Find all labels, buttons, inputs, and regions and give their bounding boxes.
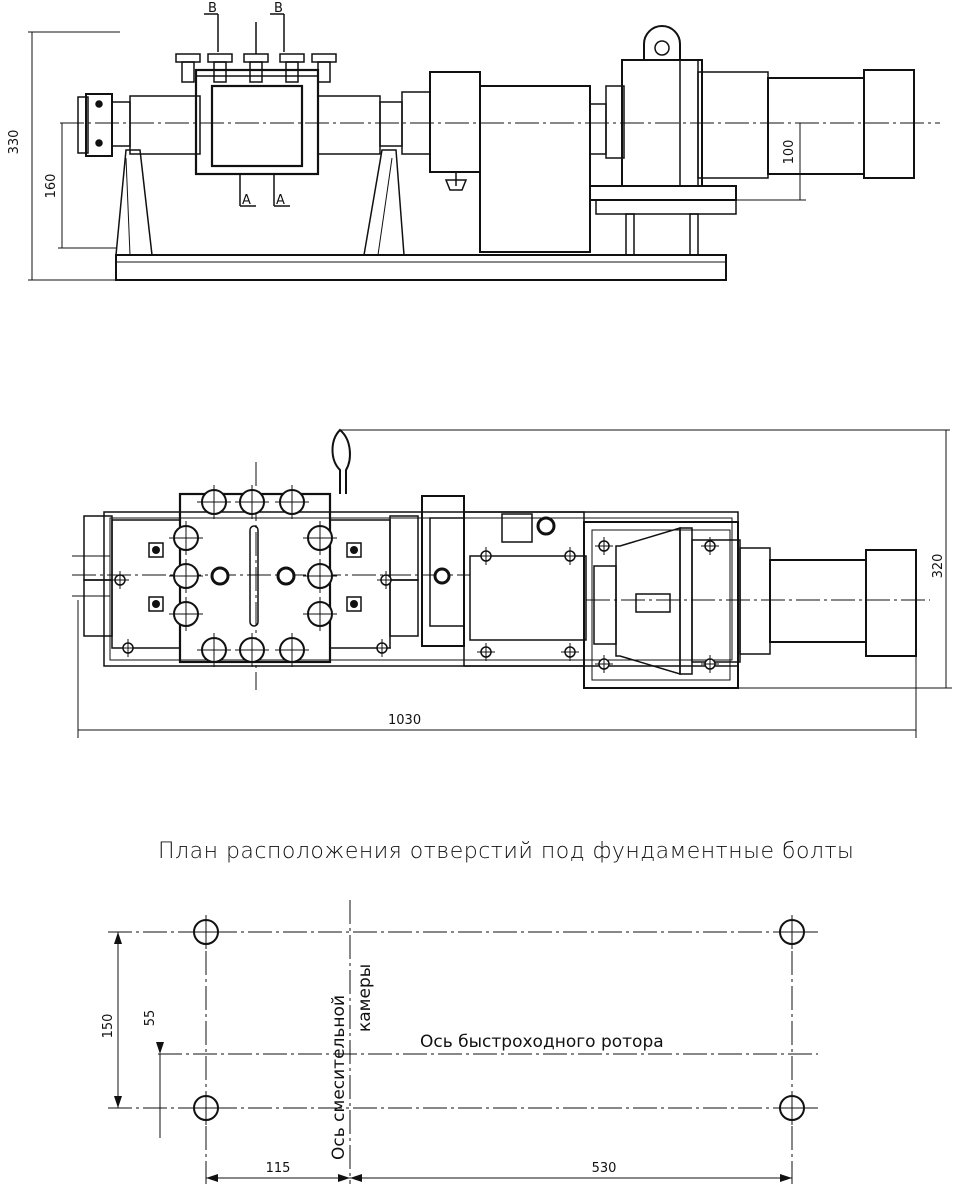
label-mixing-chamber-axis: Ось смесительной [329,995,349,1160]
drive-motor [697,71,769,179]
section-label-a-right: A [276,193,285,208]
dim-plan-height: 150 [101,1014,116,1039]
dim-axis-height: 160 [44,174,59,199]
top-view [72,428,952,738]
dim-total-height: 330 [7,130,22,155]
base-plate [115,254,727,281]
foundation-plan-title: План расположения отверстий под фундамен… [158,839,854,864]
foundation-plan [108,900,818,1184]
right-support [363,149,405,256]
dim-length: 1030 [388,713,421,728]
bolt-hole-top-left [188,914,224,950]
side-view [28,13,940,281]
dim-plan-right: 530 [592,1161,617,1176]
section-label-b-left: B [208,1,217,16]
foundation-bolt-holes [188,914,810,1126]
motor-housing [479,85,591,253]
top-drive-plate [583,521,739,689]
left-support [115,149,153,256]
gear-housing [429,71,481,173]
drive-reducer [605,85,625,159]
dim-plan-offset: 55 [143,1010,158,1027]
chamber-top-bolts [175,22,337,83]
section-label-b-right: B [274,1,283,16]
foundation-arrows [114,932,792,1182]
section-label-a-left: A [242,193,251,208]
bolt-hole-bottom-right [774,1090,810,1126]
dim-right-height: 100 [782,140,797,165]
dim-width: 320 [931,554,946,579]
dim-plan-left: 115 [266,1161,291,1176]
label-mixing-chamber-axis-line2: камеры [355,964,375,1032]
top-view-bolts [110,484,720,674]
bolt-hole-bottom-left [188,1090,224,1126]
bolt-hole-top-right [774,914,810,950]
label-rotor-axis: Ось быстроходного ротора [420,1032,664,1052]
